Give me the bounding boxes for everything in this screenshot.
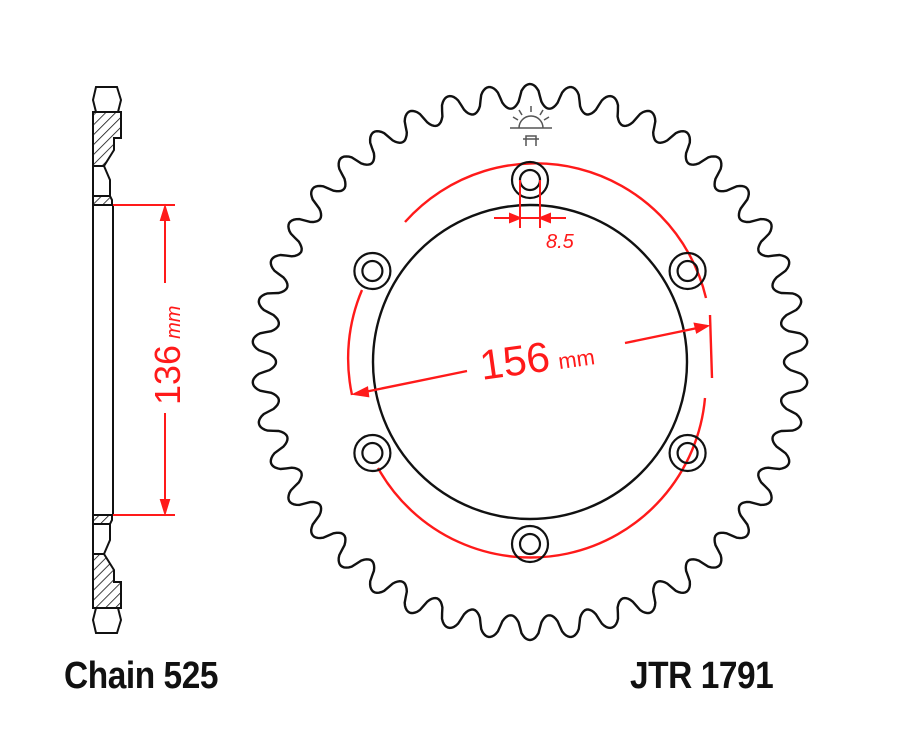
sprocket-teeth-outline: [251, 82, 809, 642]
bolt-hole-value: 8.5: [546, 231, 575, 253]
bolt-hole: [668, 251, 707, 291]
chain-size-label: Chain 525: [64, 655, 219, 697]
hub-bore-circle: [371, 203, 689, 521]
bolt-holes: [353, 160, 707, 564]
bolt-hole: [510, 524, 550, 564]
bolt-hole-dimension: [494, 180, 566, 228]
hub-height-value: 136mm: [147, 306, 188, 405]
hub-height-dimension: [113, 203, 175, 517]
bolt-hole: [353, 251, 392, 291]
bolt-hole: [668, 433, 707, 473]
sunrise-logo-icon: [510, 106, 552, 146]
part-number-label: JTR 1791: [630, 655, 774, 697]
side-profile-view: [91, 86, 123, 634]
bolt-circle-dimension: [351, 322, 711, 398]
bolt-hole: [353, 433, 392, 473]
bolt-hole: [510, 160, 550, 200]
